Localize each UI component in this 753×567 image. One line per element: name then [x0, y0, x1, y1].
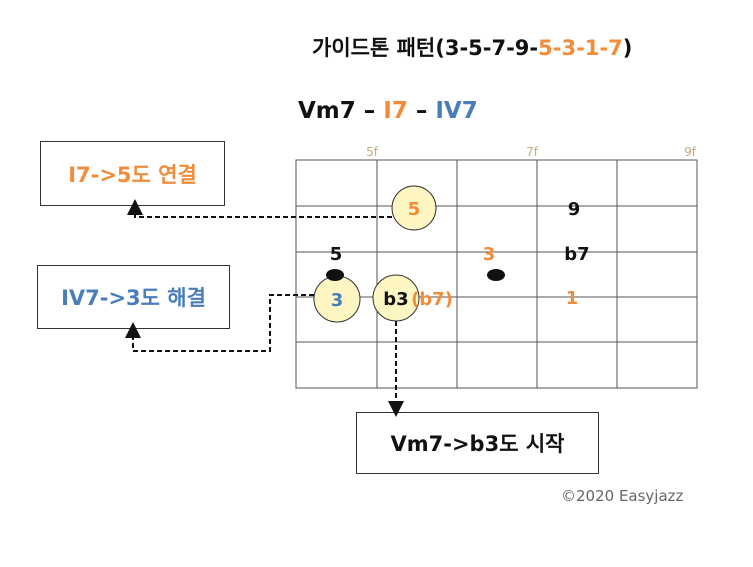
- note-b7: b7: [564, 244, 589, 265]
- arrow-to-i7-box: [127, 199, 392, 218]
- fretboard-grid: [295, 159, 698, 389]
- chord-iv7: IV7: [435, 98, 478, 124]
- label-i7-text: I7->5도 연결: [68, 162, 197, 187]
- note-b7-paren: (b7): [411, 289, 453, 310]
- note-circle-5: [391, 185, 437, 231]
- note-3-orange: 3: [483, 244, 496, 265]
- chord-vm7: Vm7: [298, 98, 356, 124]
- progression-dash: –: [355, 98, 384, 124]
- note-b3: b3: [383, 289, 408, 310]
- note-1: 1: [566, 288, 579, 309]
- note-5-orange: 5: [408, 199, 421, 220]
- fretboard-border: [295, 159, 698, 389]
- chord-progression: Vm7 – I7 – IV7: [298, 98, 478, 124]
- copyright-text: ©2020 Easyjazz: [561, 487, 684, 505]
- fret-marker-9: 9f: [684, 145, 697, 159]
- finger-dot: [326, 269, 344, 281]
- fret-marker-5: 5f: [366, 145, 379, 159]
- diagram-title: 가이드톤 패턴(3-5-7-9-5-3-1-7): [312, 32, 632, 62]
- label-box-i7: I7->5도 연결: [40, 141, 225, 206]
- label-iv7-text: IV7->3도 해결: [61, 286, 206, 310]
- title-highlight: 5-3-1-7: [538, 36, 623, 60]
- label-box-vm7: Vm7->b3도 시작: [356, 412, 599, 474]
- fret-marker-7: 7f: [526, 145, 539, 159]
- note-9: 9: [568, 199, 581, 220]
- note-5-black: 5: [330, 244, 343, 265]
- finger-dot: [487, 269, 505, 281]
- arrow-to-iv7-box: [125, 294, 314, 352]
- chord-i7: I7: [383, 98, 408, 124]
- label-box-iv7: IV7->3도 해결: [37, 265, 230, 329]
- title-close: ): [622, 36, 633, 60]
- label-vm7-text: Vm7->b3도 시작: [390, 432, 565, 456]
- note-3-blue: 3: [331, 290, 344, 311]
- title-main: 가이드톤 패턴(3-5-7-9-: [312, 36, 539, 60]
- progression-dash: –: [407, 98, 436, 124]
